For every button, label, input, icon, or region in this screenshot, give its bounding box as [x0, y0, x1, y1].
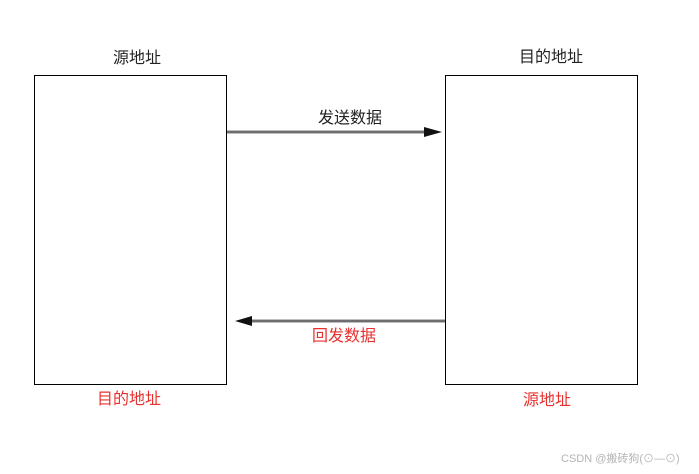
watermark: CSDN @搬砖狗(⊙—⊙): [561, 453, 680, 465]
right-box-top-label: 目的地址: [519, 47, 584, 66]
left-box-bottom-label: 目的地址: [97, 389, 162, 408]
reply-arrow: [235, 316, 445, 326]
send-arrow-head: [424, 127, 442, 137]
right-box-bottom-label: 源地址: [523, 390, 572, 409]
source-host-box: [34, 75, 227, 385]
left-box-top-label: 源地址: [113, 48, 162, 67]
send-arrow: [227, 127, 442, 137]
reply-arrow-label: 回发数据: [312, 326, 377, 345]
send-arrow-label: 发送数据: [318, 108, 383, 127]
destination-host-box: [445, 75, 638, 385]
reply-arrow-head: [235, 316, 252, 326]
